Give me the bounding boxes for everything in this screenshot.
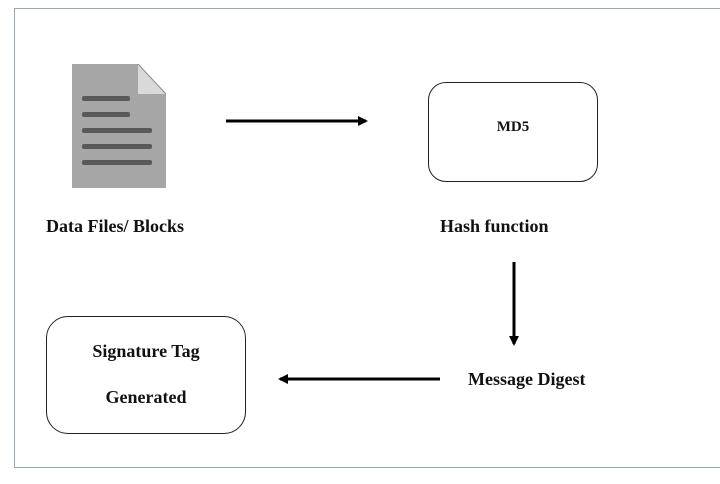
message-digest-label: Message Digest — [468, 369, 586, 389]
md5-label: MD5 — [496, 119, 530, 135]
document-icon — [72, 63, 167, 188]
data-files-label: Data Files/ Blocks — [46, 216, 184, 236]
diagram-frame — [14, 8, 720, 468]
hash-function-label: Hash function — [440, 216, 549, 236]
md5-box: MD5 — [428, 82, 598, 182]
signature-box: Signature Tag Generated — [46, 316, 246, 434]
signature-line1: Signature Tag — [92, 341, 200, 361]
signature-line2: Generated — [105, 387, 187, 407]
